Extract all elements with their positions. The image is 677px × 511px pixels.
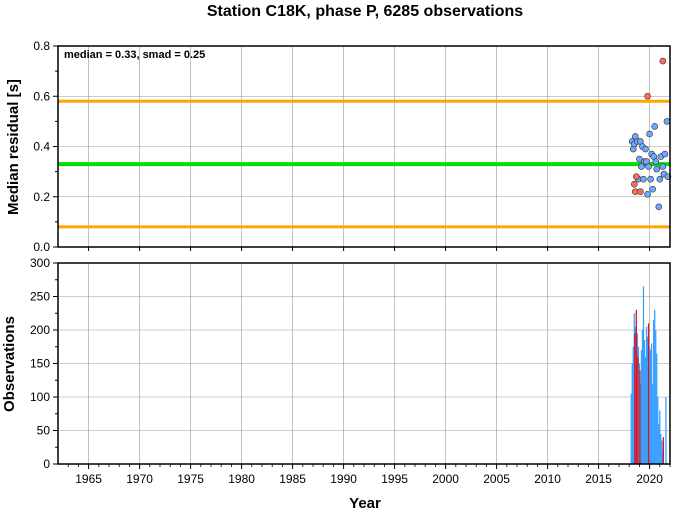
residual-panel: 0.0 0.2 0.4 0.6 0.8 median = 0.33, smad = 0.… [5,39,672,254]
observation-bar-15 [646,336,649,464]
x-tick-label: 2000 [432,472,459,486]
outlier-bar-0 [634,333,636,464]
x-tick-label: 1995 [381,472,408,486]
observation-bar-17 [648,346,651,464]
residual-point-21 [651,123,659,130]
observations-y-tick-label: 300 [30,256,50,270]
residual-grid [58,45,670,248]
residual-y-ticks: 0.0 0.2 0.4 0.6 0.8 [33,39,651,254]
x-tick-label: 2015 [585,472,612,486]
outlier-point-0 [630,180,638,188]
residual-point-25 [656,175,664,183]
outlier-point-2 [633,173,640,180]
residual-point-16 [646,130,653,138]
chart-title: Station C18K, phase P, 6285 observations [207,3,523,20]
observation-bar-9 [640,350,643,464]
x-tick-label: 1980 [228,472,255,486]
observation-bar-22 [654,309,656,464]
observation-bar-10 [641,330,644,464]
observations-y-tick-label: 250 [30,290,50,304]
observation-bar-29 [661,440,663,464]
observation-bar-24 [656,353,658,464]
observation-bar-27 [659,410,661,464]
observation-bar-19 [650,343,653,464]
residual-reference-lines [58,99,670,229]
residual-y-tick-label: 0.8 [33,39,50,53]
residual-y-tick-label: 0.0 [33,240,50,254]
residual-point-14 [644,190,651,198]
observation-bar-14 [645,326,648,464]
observation-bar-26 [658,423,660,464]
median-smad-annotation: median = 0.33, smad = 0.25 [64,49,205,61]
residual-y-tick-label: 0.6 [33,89,50,103]
outlier-bar-3 [639,370,641,464]
observation-bar-21 [653,319,655,464]
outlier-point-3 [637,188,644,196]
residual-point-30 [663,118,671,125]
observation-bar-31 [665,397,667,464]
x-tick-label: 2010 [534,472,561,486]
observations-y-ticks: 0 50 100 150 200 250 300 [30,256,58,471]
x-axis-label: Year [349,495,381,511]
residual-point-15 [645,163,652,170]
observation-bar-13 [644,356,647,464]
residual-y-axis-label: Median residual [s] [5,79,22,215]
residual-point-17 [647,175,654,183]
observations-x-ticks: 1965 1970 1975 1980 1985 1990 1995 2000 2005 2010… [67,464,671,486]
residual-point-27 [659,163,667,170]
observations-y-tick-label: 100 [30,390,50,404]
residual-y-tick-label: 0.4 [33,140,50,154]
residual-points [628,57,672,211]
residual-point-10 [640,175,647,183]
observation-bar-12 [643,340,646,464]
x-tick-label: 2005 [483,472,510,486]
observations-y-tick-label: 200 [30,323,50,337]
residual-point-29 [661,150,669,158]
residual-point-22 [652,158,660,165]
observations-y-axis-label: Observations [1,316,18,412]
observation-bar-25 [657,397,659,464]
observation-bar-2 [632,346,634,464]
outlier-point-5 [659,57,667,65]
residual-point-24 [655,203,663,211]
observation-bar-28 [660,433,662,464]
x-tick-label: 2020 [636,472,663,486]
outlier-bar-5 [662,437,665,464]
outlier-bar-2 [637,356,639,464]
observation-bar-0 [630,393,632,464]
outlier-point-4 [644,92,651,100]
observations-y-tick-label: 50 [37,424,51,438]
residual-point-8 [638,163,645,170]
observations-y-tick-label: 0 [43,457,50,471]
observation-bar-11 [642,286,645,464]
observation-bar-1 [631,363,633,464]
outlier-bar-4 [647,323,650,464]
observations-bars [630,286,667,464]
x-tick-label: 1965 [75,472,102,486]
x-tick-label: 1990 [330,472,357,486]
residual-point-23 [653,165,661,173]
residual-y-tick-label: 0.2 [33,190,50,204]
x-tick-label: 1970 [126,472,153,486]
x-tick-label: 1975 [177,472,204,486]
outlier-bar-1 [635,309,637,464]
residual-point-12 [642,145,649,153]
observation-bar-20 [652,383,654,464]
observation-bar-18 [649,350,652,464]
observation-bar-23 [655,330,657,464]
residual-point-19 [649,185,656,193]
x-tick-label: 1985 [279,472,306,486]
observations-y-tick-label: 150 [30,357,50,371]
